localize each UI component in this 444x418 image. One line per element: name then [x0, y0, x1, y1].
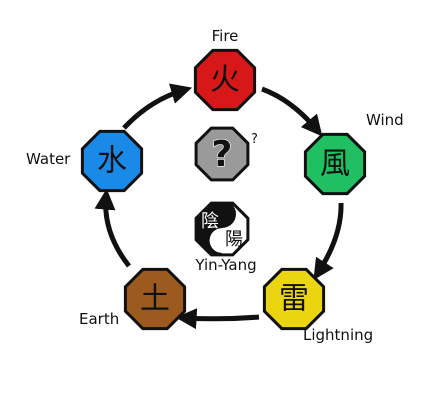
node-earth: 土 — [123, 267, 187, 331]
earth-kanji: 土 — [140, 282, 170, 317]
unknown-octagon — [194, 126, 250, 182]
fire-octagon — [193, 48, 257, 112]
fire-kanji: 火 — [210, 63, 240, 98]
wind-label: Wind — [366, 111, 404, 129]
yin-yang-label: Yin-Yang — [194, 256, 256, 274]
yin-yang-octagon — [194, 201, 250, 257]
node-yin-yang: 陰 陽 — [194, 201, 250, 257]
arrow-water-to-fire — [122, 83, 193, 130]
water-octagon — [80, 129, 144, 193]
earth-octagon — [123, 267, 187, 331]
node-water: 水 — [80, 129, 144, 193]
arrow-fire-to-wind — [261, 86, 323, 137]
lightning-octagon — [262, 267, 326, 331]
lightning-label: Lightning — [303, 326, 373, 344]
yang-char: 陽 — [225, 229, 243, 250]
arrow-lightning-to-earth — [175, 308, 260, 330]
wind-octagon — [303, 132, 367, 196]
arrow-earth-to-water — [94, 188, 131, 268]
node-lightning: 雷 — [262, 267, 326, 331]
cycle-arrows — [94, 83, 344, 330]
fire-label: Fire — [212, 27, 239, 45]
earth-label: Earth — [79, 310, 119, 328]
water-label: Water — [26, 150, 71, 168]
question-mark-icon: ? — [212, 134, 233, 175]
wind-kanji: 風 — [320, 147, 350, 182]
yin-char: 陰 — [201, 211, 219, 232]
node-wind: 風 — [303, 132, 367, 196]
node-unknown: ? ? — [194, 126, 258, 182]
lightning-kanji: 雷 — [279, 282, 309, 317]
yin-yang-icon — [197, 204, 247, 254]
water-kanji: 水 — [97, 144, 127, 179]
question-mark-small: ? — [251, 132, 258, 147]
arrow-wind-to-lightning — [313, 202, 344, 281]
node-fire: 火 — [193, 48, 257, 112]
